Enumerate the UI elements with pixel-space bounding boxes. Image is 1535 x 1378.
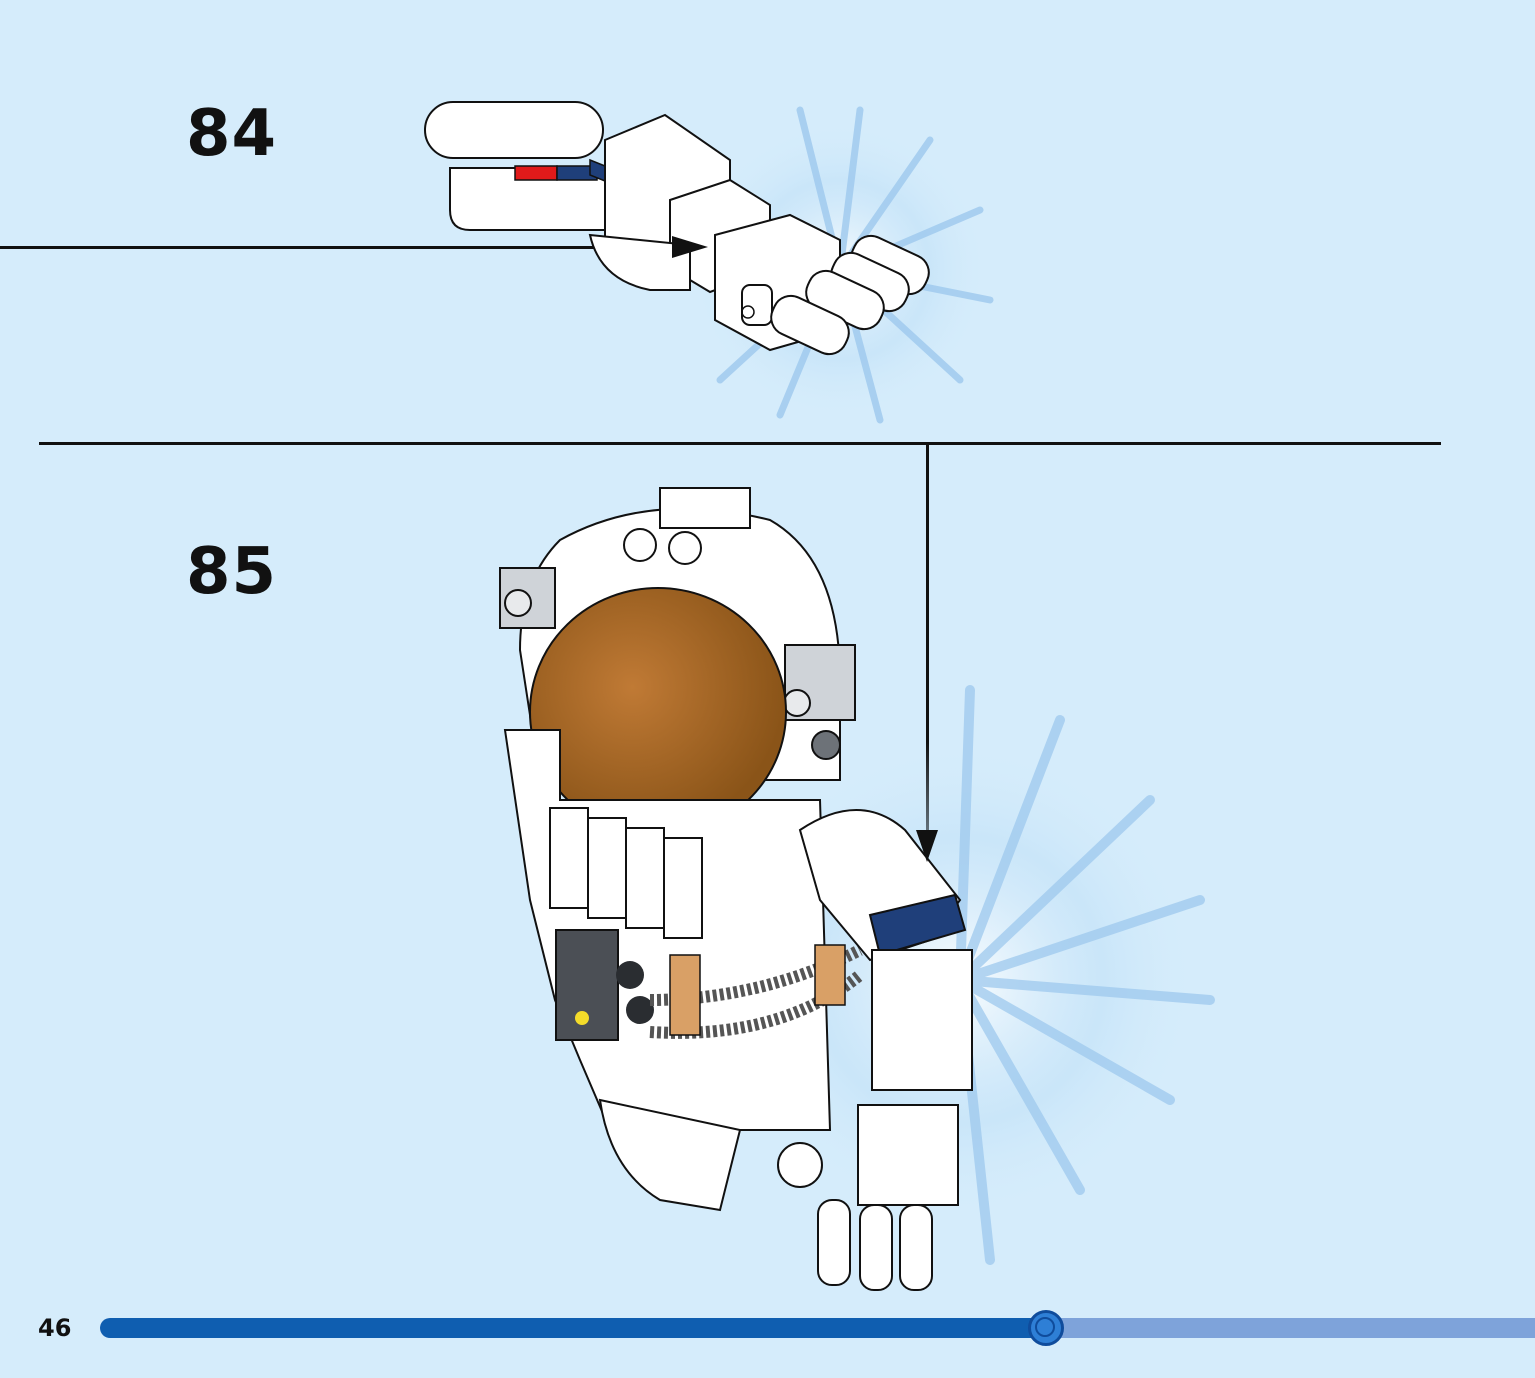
step-number-85: 85 <box>186 535 278 609</box>
page-number: 46 <box>38 1314 72 1342</box>
progress-bar-fill <box>100 1318 1047 1338</box>
step-84-illustration <box>424 101 994 424</box>
progress-knob-icon <box>1028 1310 1064 1346</box>
progress-bar-track <box>100 1318 1535 1338</box>
callout-line-85 <box>926 444 929 844</box>
callout-line-84 <box>0 246 690 249</box>
step-number-84: 84 <box>186 97 278 171</box>
step-85-illustration <box>499 487 1215 1291</box>
step-divider <box>39 442 1441 445</box>
